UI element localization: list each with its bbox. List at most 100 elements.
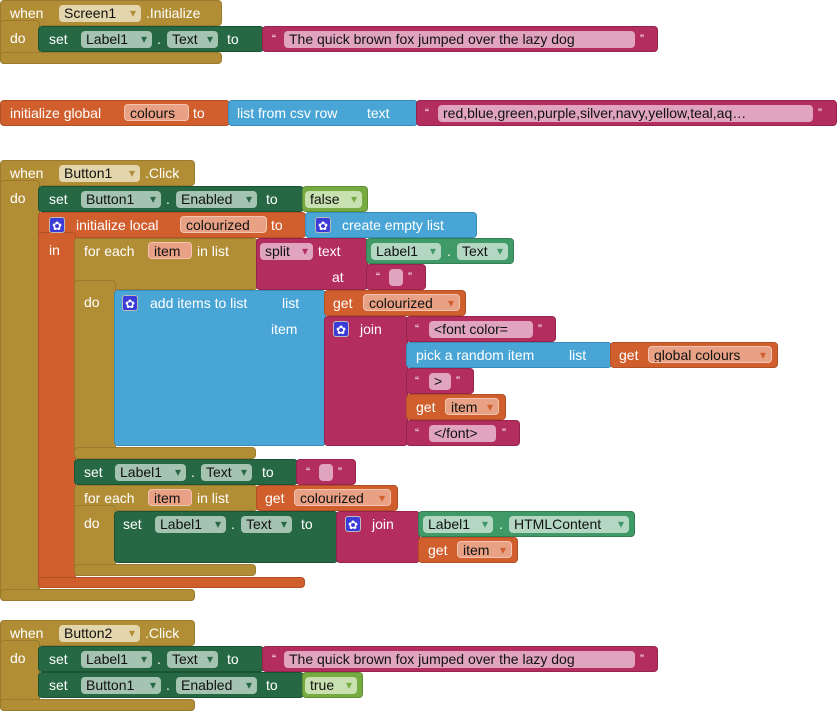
create-empty-list-block[interactable] [305,212,477,238]
get-label: get [333,295,353,311]
for-each-bottom [74,564,256,576]
event-do-column [0,180,40,601]
close-quote: ” [338,465,342,479]
to-label: to [262,464,274,480]
open-quote: “ [415,322,419,336]
component-dropdown[interactable]: Button1▾ [81,677,161,694]
property-dropdown[interactable]: HTMLContent▾ [509,516,629,533]
list-label: list [569,347,587,363]
component-dropdown[interactable]: Label1▾ [423,516,493,533]
property-dropdown[interactable]: Text▾ [167,31,218,48]
component-dropdown[interactable]: Screen1▾ [59,5,141,22]
mutator-gear-icon[interactable]: ✿ [49,217,65,233]
mutator-gear-icon[interactable]: ✿ [122,295,138,311]
component-dropdown[interactable]: Label1▾ [81,651,152,668]
dot: . [191,464,195,480]
boolean-dropdown[interactable]: true▾ [305,677,357,694]
text-value-field[interactable] [319,464,333,481]
set-label: set [49,31,68,47]
dot: . [499,516,503,532]
get-label: get [265,490,285,506]
mutator-gear-icon[interactable]: ✿ [345,516,361,532]
property-dropdown[interactable]: Text▾ [167,651,218,668]
list-label: list [282,295,300,311]
close-quote: ” [538,322,542,336]
variable-dropdown[interactable]: global colours▾ [648,346,772,363]
open-quote: “ [272,652,276,666]
property-dropdown[interactable]: Text▾ [201,464,252,481]
component-dropdown[interactable]: Button1▾ [81,191,161,208]
close-quote: ” [408,270,412,284]
text-value-field[interactable]: </font> [429,425,496,442]
event-bottom [0,589,195,601]
set-label-text-block[interactable] [74,459,298,485]
property-dropdown[interactable]: Text▾ [241,516,292,533]
text-value-field[interactable]: The quick brown fox jumped over the lazy… [284,31,635,48]
for-each-do-column [74,280,116,459]
to-label: to [301,516,313,532]
local-bottom [38,577,305,588]
do-label: do [10,30,26,46]
initialize-global-block[interactable] [0,100,230,126]
component-dropdown[interactable]: Button1▾ [59,165,140,182]
dot: . [157,651,161,667]
text-value-field[interactable] [389,269,403,286]
split-dropdown[interactable]: split▾ [260,243,313,260]
text-value-field[interactable]: > [429,373,451,390]
to-label: to [227,31,239,47]
text-value-field[interactable]: The quick brown fox jumped over the lazy… [284,651,635,668]
to-label: to [266,191,278,207]
join-block[interactable] [324,316,408,446]
component-dropdown[interactable]: Label1▾ [115,464,186,481]
set-button-enabled-block[interactable] [38,672,304,698]
component-dropdown[interactable]: Label1▾ [81,31,152,48]
add-items-label: add items to list [150,295,248,311]
add-items-to-list-block[interactable] [114,290,326,446]
local-in-column [38,232,76,588]
set-label: set [49,651,68,667]
variable-dropdown[interactable]: item▾ [445,398,499,415]
close-quote: ” [640,652,644,666]
variable-dropdown[interactable]: colourized▾ [294,489,391,506]
list-from-csv-row-block[interactable] [228,100,418,126]
to-label: to [271,217,283,233]
text-label: text [318,243,341,259]
dot: . [447,243,451,259]
get-label: get [428,542,448,558]
variable-name-field[interactable]: colours [124,104,189,121]
boolean-dropdown[interactable]: false▾ [305,191,362,208]
text-value-field[interactable]: <font color= [429,321,533,338]
component-dropdown[interactable]: Label1▾ [371,243,441,260]
to-label: to [266,677,278,693]
do-label: do [10,190,26,206]
in-list-label: in list [197,490,229,506]
property-dropdown[interactable]: Text▾ [457,243,508,260]
local-name-field[interactable]: colourized [180,216,267,233]
loop-variable-field[interactable]: item [148,489,192,506]
variable-dropdown[interactable]: item▾ [457,541,512,558]
loop-variable-field[interactable]: item [148,242,192,259]
text-label: text [367,105,390,121]
property-dropdown[interactable]: Enabled▾ [176,677,257,694]
mutator-gear-icon[interactable]: ✿ [315,217,331,233]
for-each-bottom [74,447,256,459]
get-label: get [619,347,639,363]
pick-random-item-block[interactable] [406,342,612,368]
component-dropdown[interactable]: Button2▾ [59,625,140,642]
mutator-gear-icon[interactable]: ✿ [333,321,349,337]
open-quote: “ [425,106,429,120]
set-button-enabled-block[interactable] [38,186,304,212]
get-label: get [416,399,436,415]
set-label-text-block[interactable] [114,511,338,563]
join-label: join [372,516,394,532]
text-value-field[interactable]: red,blue,green,purple,silver,navy,yellow… [438,105,813,122]
component-dropdown[interactable]: Label1▾ [155,516,226,533]
in-label: in [49,242,60,258]
for-each-label: for each [84,243,135,259]
to-label: to [227,651,239,667]
variable-dropdown[interactable]: colourized▾ [363,294,460,311]
when-label: when [10,165,44,181]
property-dropdown[interactable]: Enabled▾ [176,191,257,208]
close-quote: ” [502,426,506,440]
event-name: .Click [145,625,180,641]
